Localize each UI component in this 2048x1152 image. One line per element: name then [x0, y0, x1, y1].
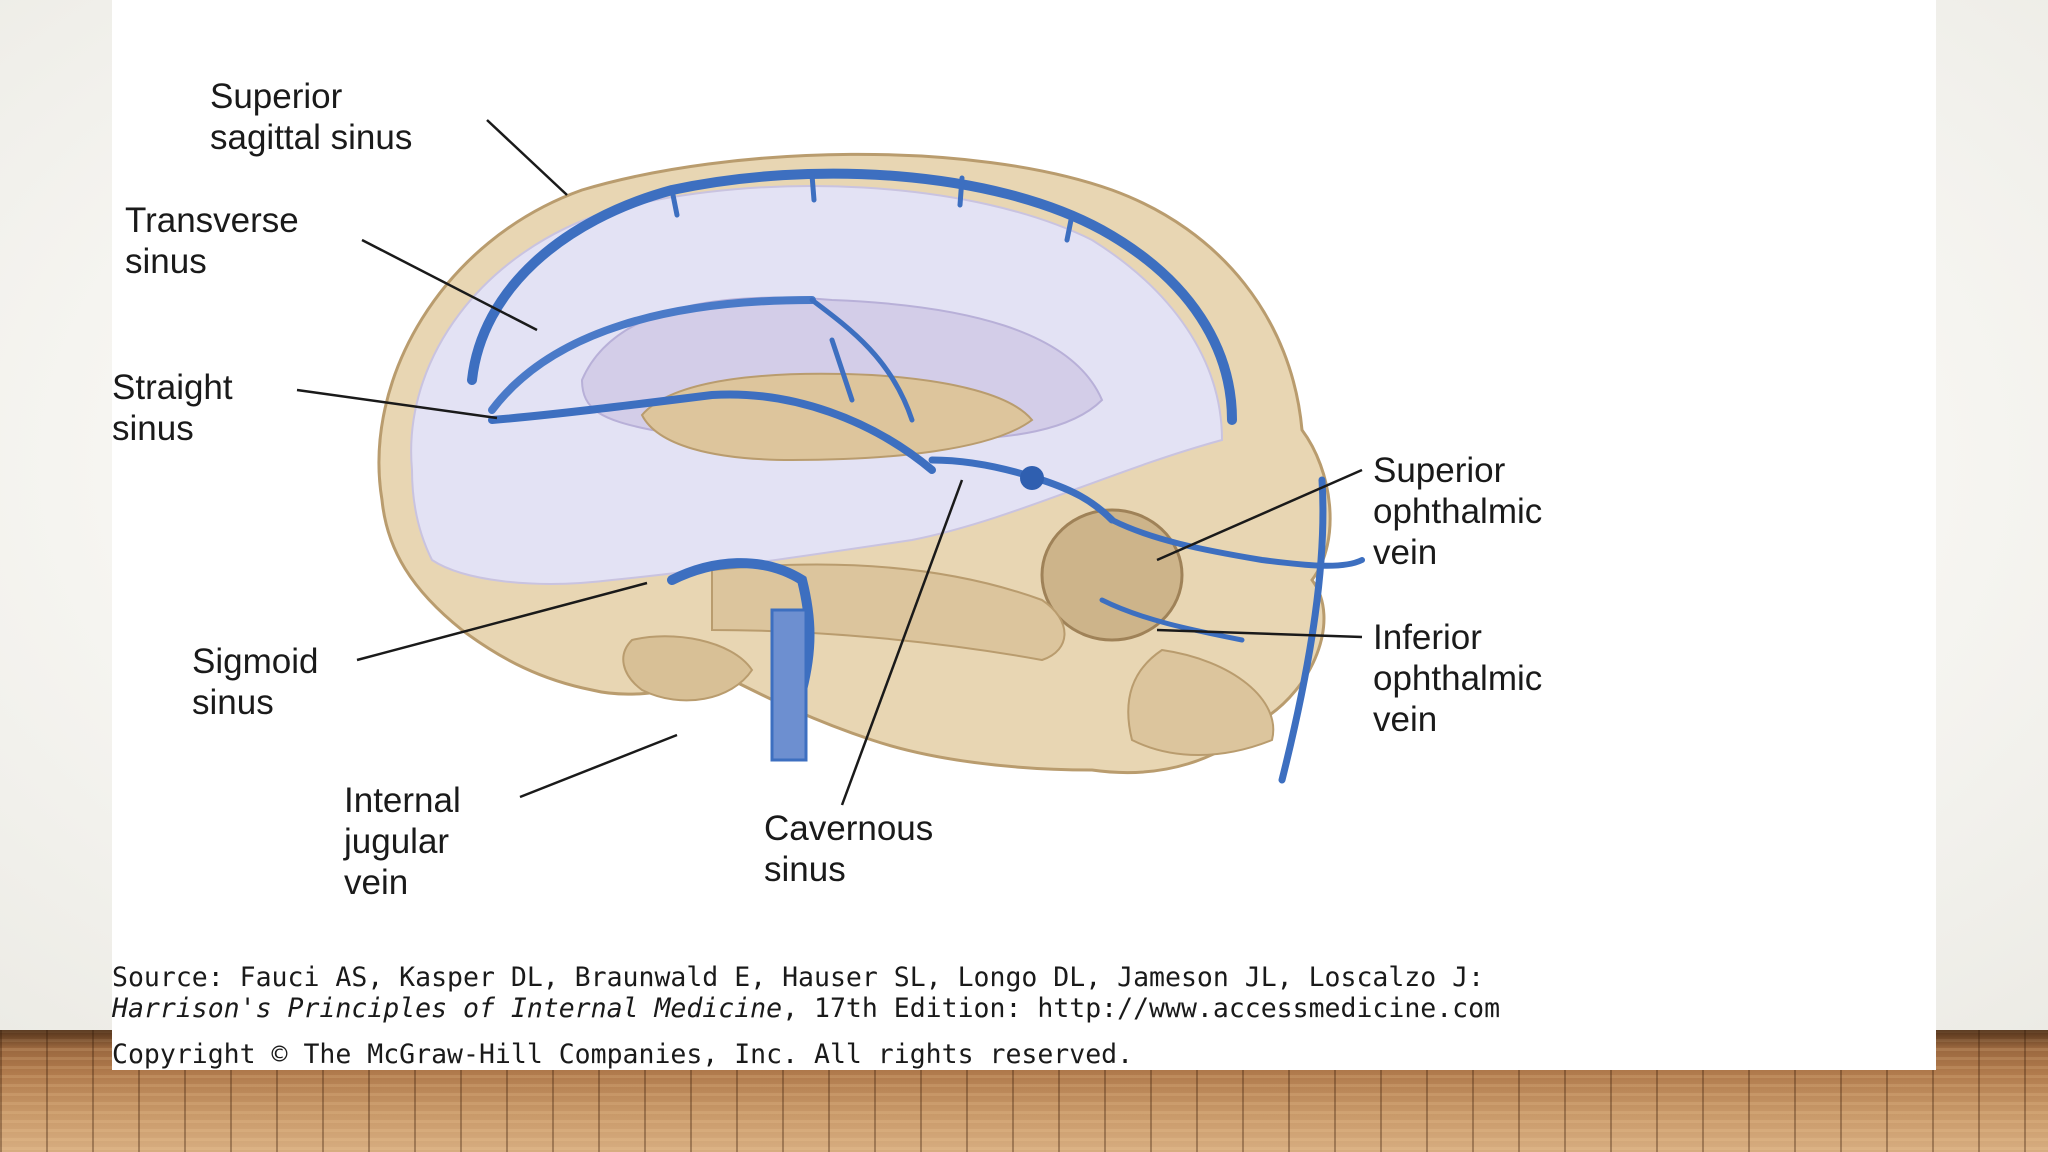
source-citation-line-1: Source: Fauci AS, Kasper DL, Braunwald E…	[112, 962, 1485, 993]
copyright-notice: Copyright © The McGraw-Hill Companies, I…	[112, 1039, 1134, 1070]
transverse-sinus-path	[488, 296, 816, 414]
cavernous-node	[1020, 466, 1044, 490]
maxilla	[1127, 648, 1275, 756]
label-straight-sinus: Straight sinus	[112, 368, 233, 448]
sigmoid-sinus-path	[667, 558, 815, 695]
skull-illustration	[296, 119, 1365, 806]
label-superior-ophthalmic-vein: Superior ophthalmic vein	[1373, 451, 1543, 572]
edition-url: , 17th Edition: http://www.accessmedicin…	[782, 993, 1501, 1024]
label-cavernous-sinus: Cavernous sinus	[764, 809, 934, 889]
label-sigmoid-sinus: Sigmoid sinus	[192, 642, 319, 722]
facial-vein-path	[1278, 476, 1327, 784]
label-inferior-ophthalmic-vein: Inferior ophthalmic vein	[1373, 618, 1543, 739]
straight-sinus-path	[488, 390, 936, 474]
label-superior-sagittal-sinus: Superior sagittal sinus	[210, 77, 413, 157]
leader-lines	[296, 119, 1363, 806]
inferior-ophthalmic-vein-path	[1099, 597, 1245, 643]
orbit	[1040, 508, 1184, 642]
superior-ophthalmic-vein-path	[1109, 517, 1365, 569]
internal-jugular-vein-shape	[770, 608, 808, 762]
superior-sagittal-sinus-path	[467, 168, 1237, 425]
tributary-veins	[669, 172, 1075, 423]
label-transverse-sinus: Transverse sinus	[125, 201, 299, 281]
label-internal-jugular-vein: Internal jugular vein	[344, 781, 461, 902]
anatomy-figure: Superior sagittal sinus Transverse sinus…	[112, 0, 1936, 1070]
mastoid-region	[622, 635, 754, 702]
book-title: Harrison's Principles of Internal Medici…	[112, 993, 783, 1024]
source-citation-line-2: Harrison's Principles of Internal Medici…	[112, 993, 1500, 1025]
